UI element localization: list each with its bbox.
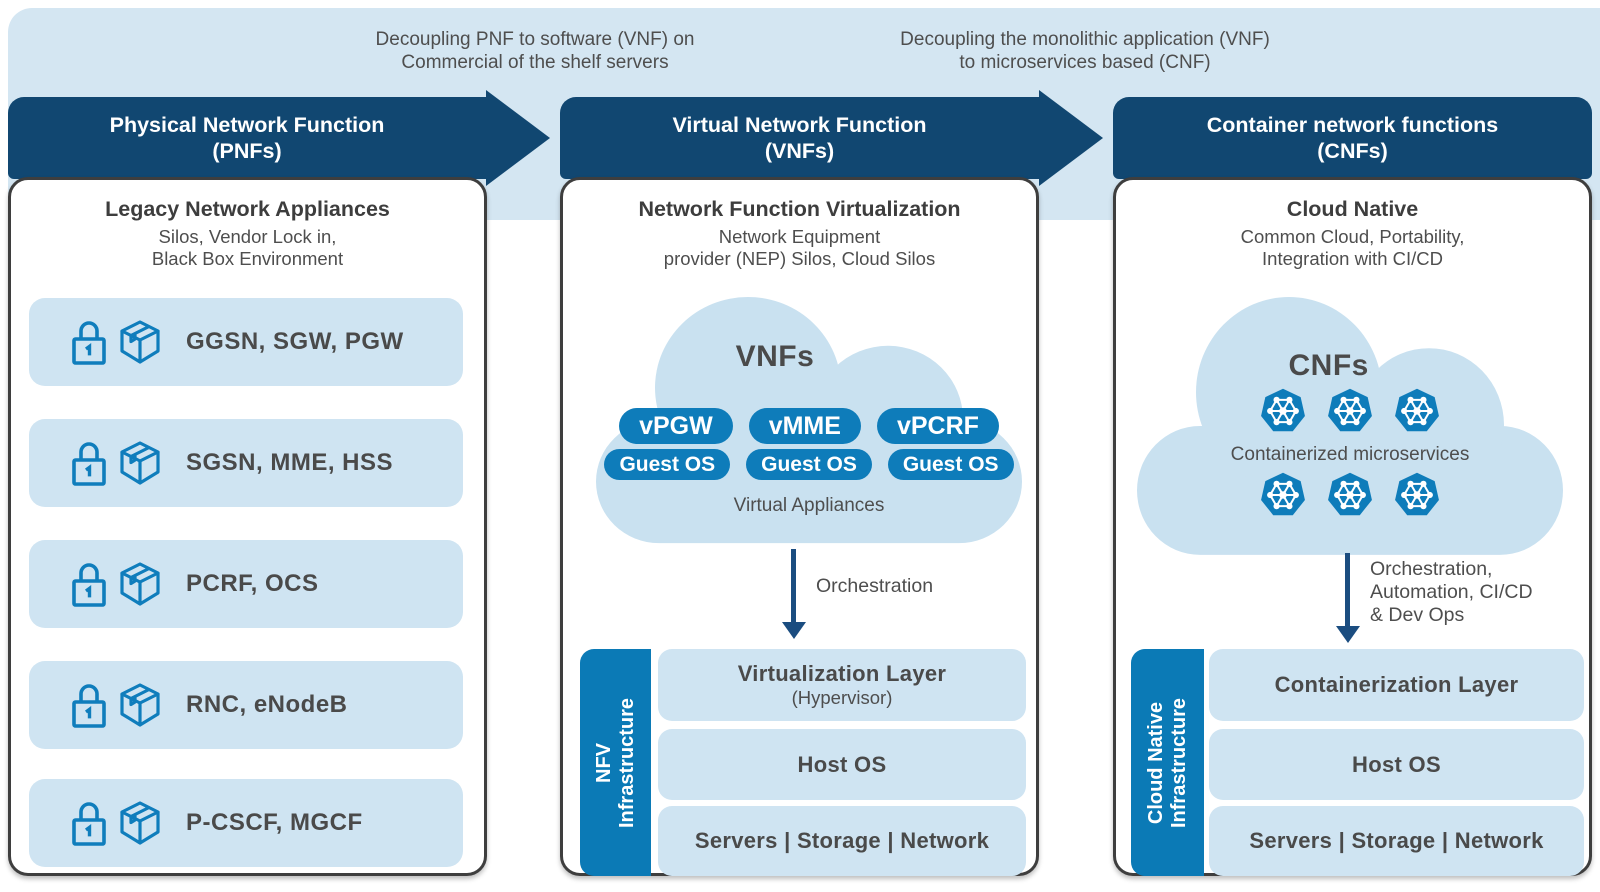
cnf-cloud-caption: Containerized microservices — [1230, 444, 1470, 465]
down-arrow-icon — [791, 549, 796, 623]
pnf-row-label: P-CSCF, MGCF — [186, 809, 363, 836]
pnf-subtitle: Silos, Vendor Lock in, Black Box Environ… — [151, 226, 344, 269]
pnf-appliance-row: P-CSCF, MGCF — [29, 779, 463, 867]
guest-os-pill-row: Guest OS Guest OS Guest OS — [596, 449, 1022, 480]
layer-servers-storage-network: Servers | Storage | Network — [1209, 806, 1584, 876]
vnf-pill-row: vPGW vMME vPCRF — [596, 408, 1022, 444]
cloud-native-infrastructure-sidebar: Cloud Native Infrastructure — [1131, 649, 1204, 876]
panel-pnf: Legacy Network Appliances Silos, Vendor … — [8, 177, 487, 876]
panel-vnf: Network Function Virtualization Network … — [560, 177, 1039, 876]
package-icon — [120, 320, 160, 364]
layer-subtitle: (Hypervisor) — [791, 687, 893, 708]
banner-vnf-title: Virtual Network Function (VNFs) — [672, 113, 927, 163]
banner-cnf: Container network functions (CNFs) — [1113, 97, 1592, 179]
kubernetes-icon — [1394, 471, 1440, 517]
layer-virtualization: Virtualization Layer (Hypervisor) — [658, 649, 1026, 721]
pnf-row-label: PCRF, OCS — [186, 570, 319, 597]
lock-icon — [72, 802, 106, 846]
layer-servers-storage-network: Servers | Storage | Network — [658, 806, 1026, 876]
layer-host-os: Host OS — [1209, 729, 1584, 800]
vnf-title: Network Function Virtualization — [638, 197, 961, 221]
layer-title: Virtualization Layer — [737, 661, 947, 686]
kubernetes-icon — [1327, 387, 1373, 433]
banner-vnf: Virtual Network Function (VNFs) — [560, 97, 1039, 179]
lock-icon — [72, 321, 106, 365]
cnf-arrow-label: Orchestration, Automation, CI/CD & Dev O… — [1370, 558, 1533, 626]
banner-pnf-title: Physical Network Function (PNFs) — [109, 113, 385, 163]
pnf-appliance-row: GGSN, SGW, PGW — [29, 298, 463, 386]
cnf-cloud-label: CNFs — [1288, 349, 1369, 382]
layer-containerization: Containerization Layer — [1209, 649, 1584, 721]
layer-title: Servers | Storage | Network — [694, 828, 990, 853]
guest-os-pill: Guest OS — [887, 449, 1014, 480]
vnf-pill: vPGW — [619, 408, 733, 444]
lock-icon — [72, 563, 106, 607]
panel-cnf: Cloud Native Common Cloud, Portability, … — [1113, 177, 1592, 876]
layer-title: Host OS — [1352, 751, 1441, 777]
package-icon — [120, 801, 160, 845]
vnf-cloud-label: VNFs — [735, 340, 815, 373]
transition-note-vnf-to-cnf: Decoupling the monolithic application (V… — [900, 29, 1270, 73]
layer-title: Host OS — [797, 751, 887, 777]
guest-os-pill: Guest OS — [604, 449, 731, 480]
pnf-title: Legacy Network Appliances — [105, 197, 390, 221]
cnf-microservices-row — [1137, 471, 1563, 519]
pnf-row-label: RNC, eNodeB — [186, 691, 348, 718]
kubernetes-icon — [1394, 387, 1440, 433]
nfv-infrastructure-label: NFV Infrastructure — [592, 697, 638, 828]
vnf-pill: vMME — [748, 408, 861, 444]
kubernetes-icon — [1260, 387, 1306, 433]
cloud-native-infrastructure-label: Cloud Native Infrastructure — [1144, 697, 1190, 828]
nfv-infrastructure-sidebar: NFV Infrastructure — [580, 649, 651, 876]
pnf-row-label: GGSN, SGW, PGW — [186, 328, 404, 355]
layer-title: Servers | Storage | Network — [1249, 828, 1544, 853]
lock-icon — [72, 442, 106, 486]
banner-pnf: Physical Network Function (PNFs) — [8, 97, 486, 179]
lock-icon — [72, 684, 106, 728]
layer-title: Containerization Layer — [1274, 672, 1519, 697]
vnf-pill: vPCRF — [876, 408, 999, 444]
package-icon — [120, 441, 160, 485]
package-icon — [120, 562, 160, 606]
vnf-cloud-caption: Virtual Appliances — [733, 495, 885, 516]
guest-os-pill: Guest OS — [746, 449, 872, 480]
package-icon — [120, 683, 160, 727]
vnf-subtitle: Network Equipment provider (NEP) Silos, … — [663, 226, 936, 269]
kubernetes-icon — [1260, 471, 1306, 517]
cnf-title: Cloud Native — [1286, 197, 1419, 221]
pnf-row-label: SGSN, MME, HSS — [186, 449, 394, 476]
kubernetes-icon — [1327, 471, 1373, 517]
banner-cnf-title: Container network functions (CNFs) — [1206, 113, 1499, 163]
cnf-cloud: CNFs Containerized microservices — [1137, 295, 1563, 561]
cnf-subtitle: Common Cloud, Portability, Integration w… — [1240, 226, 1465, 269]
vnf-cloud: VNFs vPGW vMME vPCRF Guest OS Guest OS G… — [596, 295, 1022, 549]
pnf-appliance-row: RNC, eNodeB — [29, 661, 463, 749]
pnf-appliance-row: PCRF, OCS — [29, 540, 463, 628]
cnf-microservices-row — [1137, 387, 1563, 435]
layer-host-os: Host OS — [658, 729, 1026, 800]
down-arrow-icon — [1345, 553, 1350, 627]
pnf-appliance-row: SGSN, MME, HSS — [29, 419, 463, 507]
vnf-arrow-label: Orchestration — [816, 575, 934, 597]
transition-note-pnf-to-vnf: Decoupling PNF to software (VNF) on Comm… — [375, 29, 695, 73]
